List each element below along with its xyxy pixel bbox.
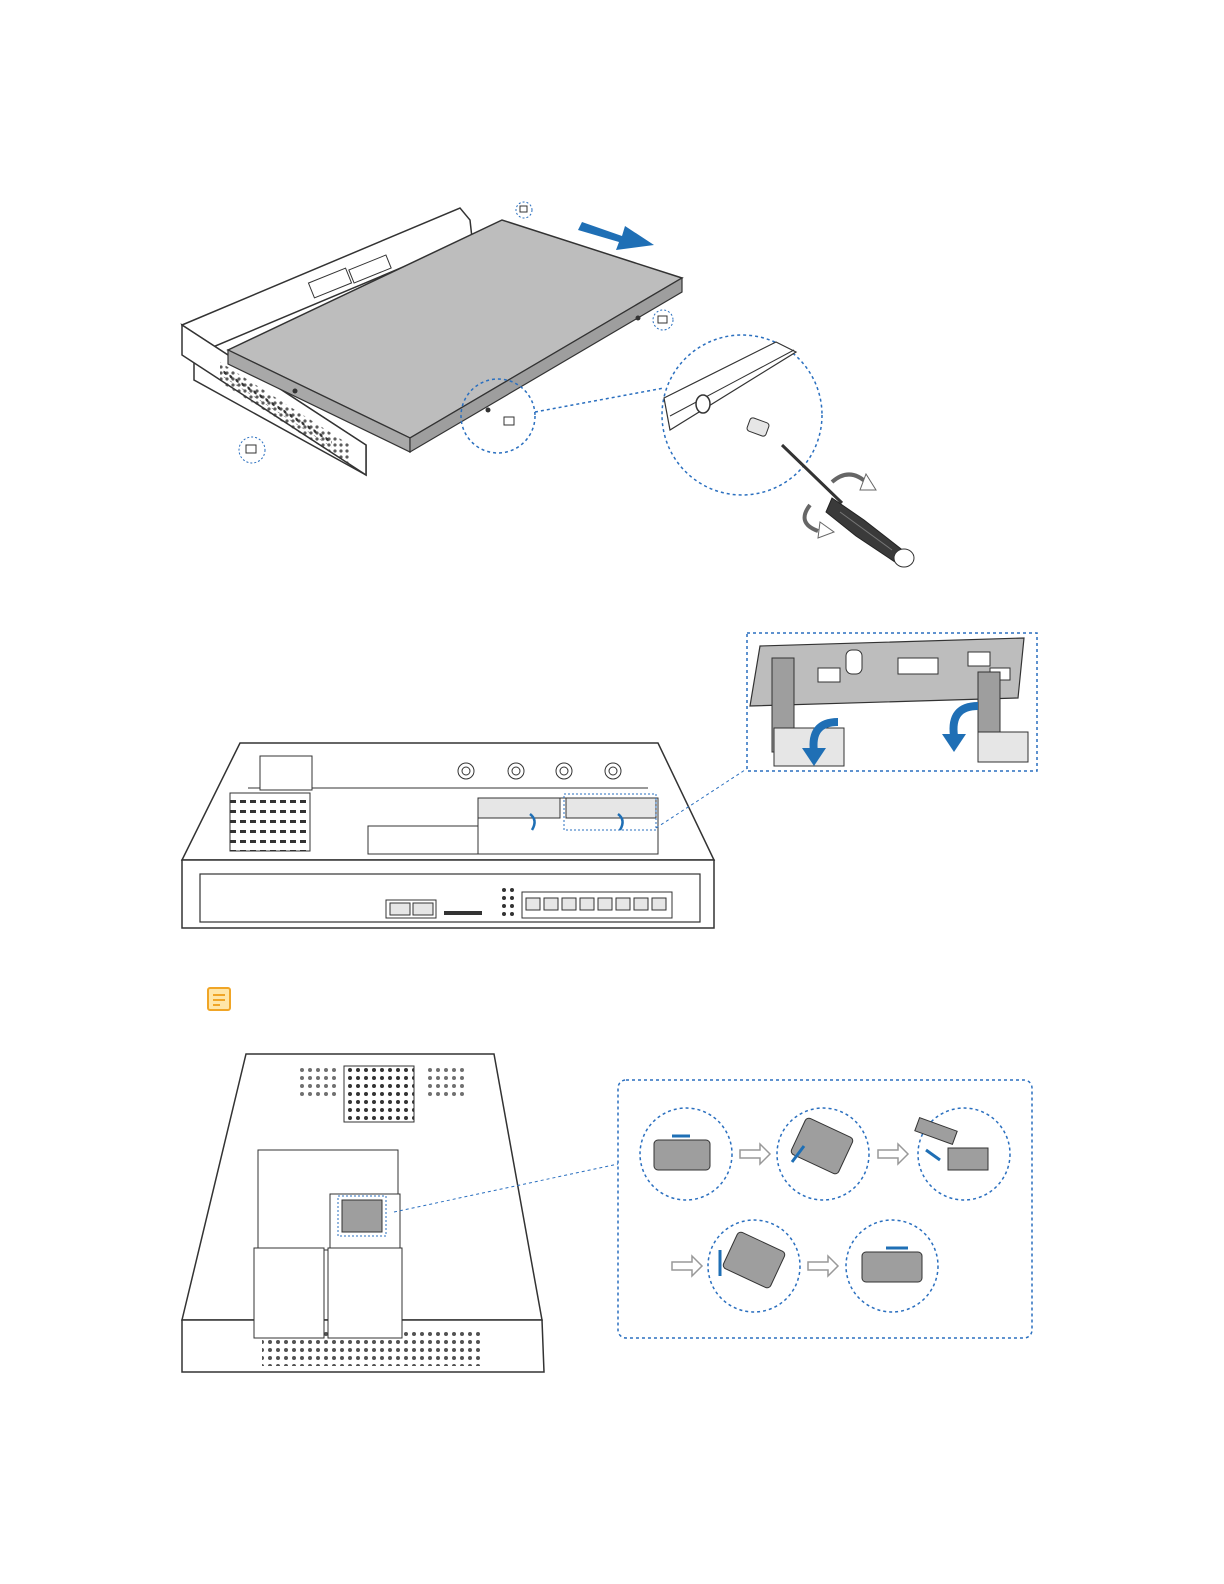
chassis-open-icon bbox=[178, 1050, 1038, 1380]
chassis-icon bbox=[170, 190, 930, 580]
figure-sim-card-install bbox=[178, 1050, 1038, 1380]
figure-remove-top-cover bbox=[170, 190, 930, 580]
screwdriver-icon bbox=[782, 445, 914, 567]
note-icon bbox=[206, 986, 234, 1014]
chassis-open-icon bbox=[178, 628, 1042, 938]
sim-tray-icon bbox=[338, 1196, 386, 1236]
zoom-callout-icon bbox=[656, 633, 1037, 828]
slide-arrow-icon bbox=[578, 222, 654, 250]
figure-insert-module bbox=[178, 628, 1042, 938]
